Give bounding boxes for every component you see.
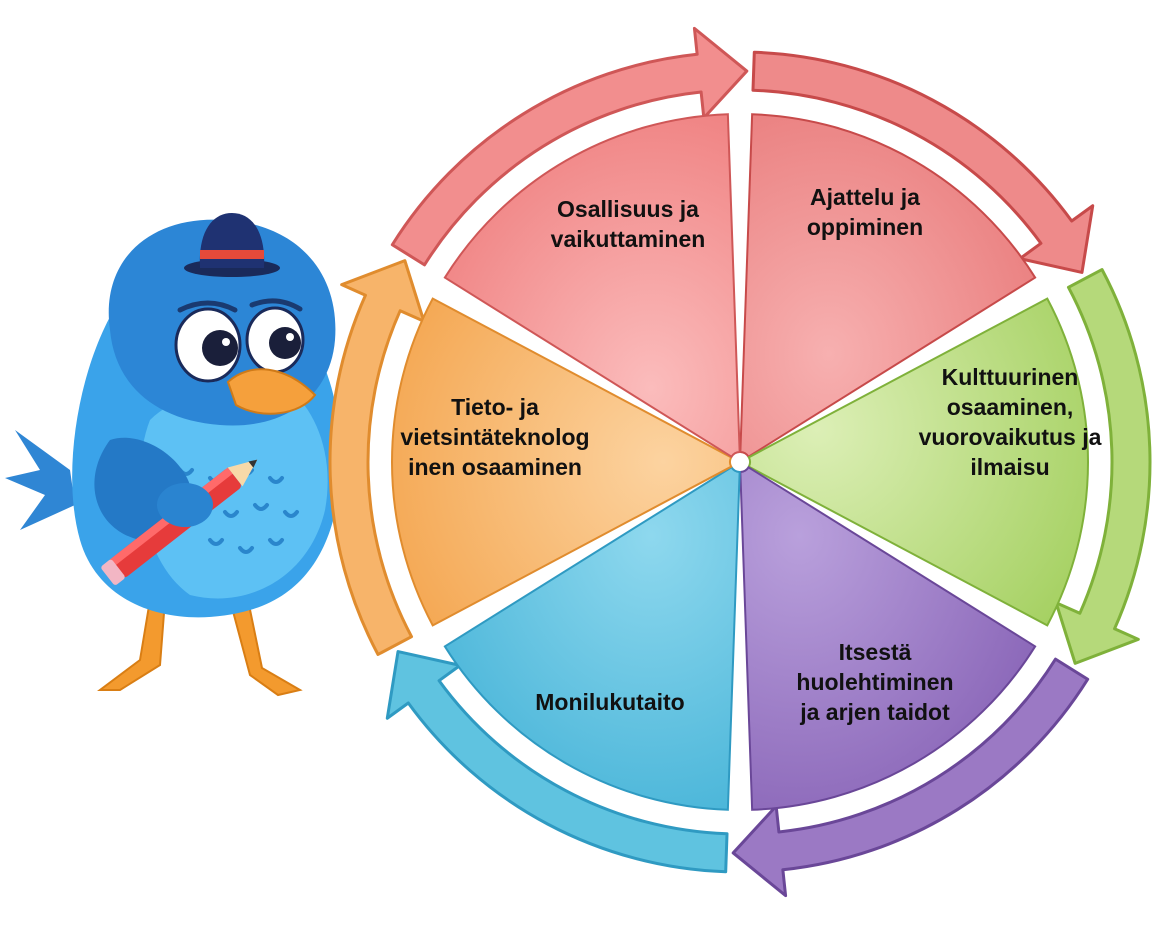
arrow-monilukutaito [385, 650, 729, 874]
arrow-osallisuus [390, 26, 749, 267]
wedge-osallisuus [443, 113, 741, 459]
bird-beak [226, 368, 317, 415]
arrow-tieto [328, 259, 426, 656]
label-line: Itsestä [839, 639, 912, 665]
label-line: vuorovaikutus ja [919, 424, 1102, 450]
label-line: Monilukutaito [535, 689, 684, 715]
label-line: vietsintäteknolog [400, 424, 589, 450]
label-line: inen osaaminen [408, 454, 582, 480]
segment-tieto: Tieto- ja vietsintäteknolog inen osaaminen [328, 259, 733, 656]
label-tieto: Tieto- ja vietsintäteknolog inen osaaminen [400, 394, 589, 480]
label-monilukutaito: Monilukutaito [535, 689, 684, 715]
arrow-ajattelu [751, 50, 1095, 274]
hat-icon [184, 213, 280, 277]
label-line: Osallisuus ja [557, 196, 699, 222]
label-line: Ajattelu ja [810, 184, 920, 210]
label-line: vaikuttaminen [551, 226, 706, 252]
label-line: oppiminen [807, 214, 923, 240]
label-line: ja arjen taidot [799, 699, 950, 725]
label-line: osaaminen, [947, 394, 1074, 420]
segment-ajattelu: Ajattelu ja oppiminen [739, 50, 1095, 459]
arrow-kulttuurinen [1054, 268, 1152, 665]
bird-mascot [5, 213, 341, 697]
label-line: Tieto- ja [451, 394, 539, 420]
label-line: Kulttuurinen [942, 364, 1079, 390]
bird-tail [5, 430, 75, 530]
segment-itsesta: Itsestä huolehtiminen ja arjen taidot [731, 465, 1090, 898]
segment-osallisuus: Osallisuus ja vaikuttaminen [390, 26, 749, 459]
segment-kulttuurinen: Kulttuurinen osaaminen, vuorovaikutus ja il… [747, 268, 1152, 665]
bird-eyes [174, 298, 305, 383]
label-line: ilmaisu [970, 454, 1049, 480]
label-ajattelu: Ajattelu ja oppiminen [807, 184, 923, 240]
label-itsesta: Itsestä huolehtiminen ja arjen taidot [796, 639, 953, 725]
label-kulttuurinen: Kulttuurinen osaaminen, vuorovaikutus ja il… [919, 364, 1102, 480]
segment-monilukutaito: Monilukutaito [385, 465, 741, 874]
label-line: huolehtiminen [796, 669, 953, 695]
label-osallisuus: Osallisuus ja vaikuttaminen [551, 196, 706, 252]
bird-hand [157, 483, 213, 527]
arrow-itsesta [731, 657, 1090, 898]
